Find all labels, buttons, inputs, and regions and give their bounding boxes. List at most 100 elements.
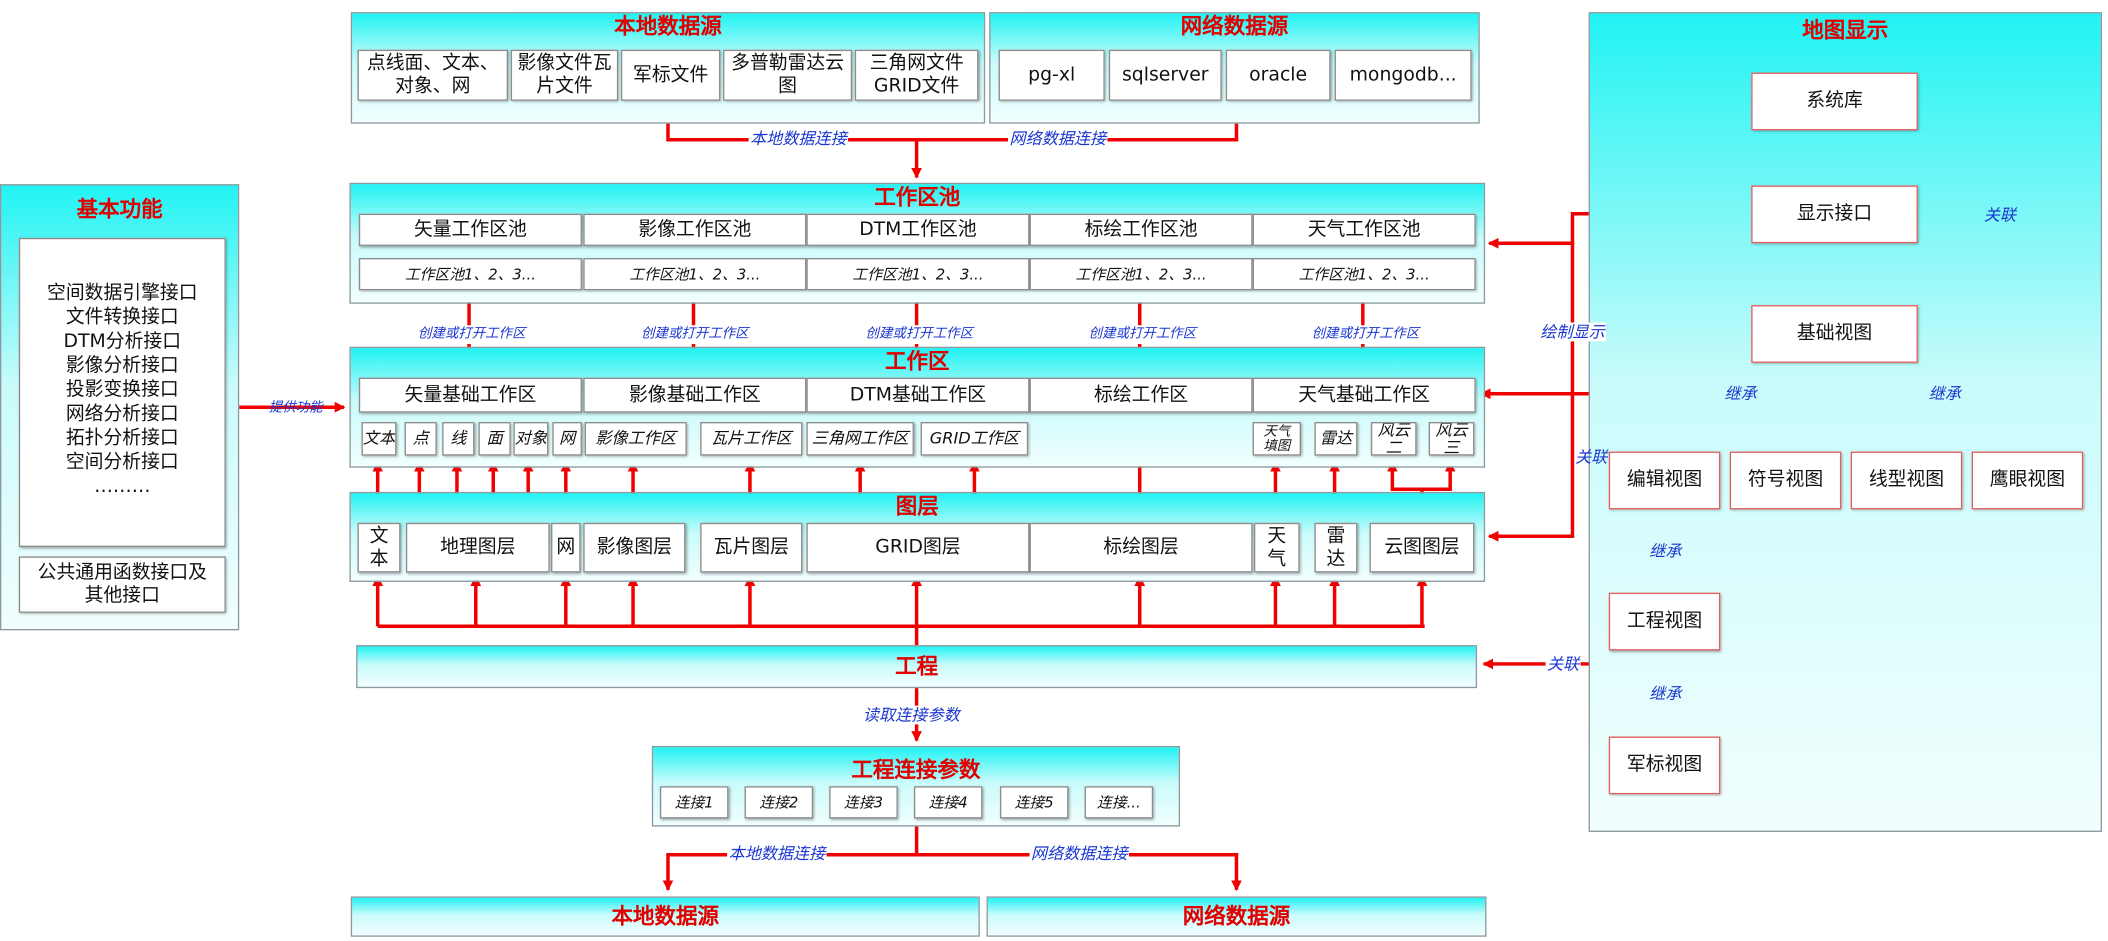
base-view: 基础视图: [1751, 305, 1918, 363]
connection-5: 连接5: [999, 786, 1069, 819]
basic-item: 投影变换接口: [65, 379, 179, 401]
connection-more: 连接...: [1084, 786, 1154, 819]
pool-dtm: DTM工作区池: [806, 213, 1030, 246]
basic-item: 拓扑分析接口: [65, 427, 179, 449]
label-draw-display: 绘制显示: [1538, 322, 1607, 342]
source-sqlserver: sqlserver: [1108, 49, 1222, 101]
label-inherit-military: 继承: [1649, 684, 1682, 703]
map-display-title: 地图显示: [1802, 17, 1889, 44]
label-inherit-project: 继承: [1649, 541, 1682, 561]
edit-view: 编辑视图: [1608, 451, 1721, 510]
label-network-connection-bottom: 网络数据连接: [1029, 844, 1129, 863]
network-data-source-panel: 网络数据源 pg-xl sqlserver oracle mongodb...: [989, 12, 1480, 124]
display-interface: 显示接口: [1751, 185, 1918, 244]
ws-tile: 瓦片工作区: [700, 422, 803, 456]
workspace-title: 工作区: [885, 348, 950, 374]
source-pgxl: pg-xl: [998, 49, 1105, 101]
project-panel: 工程: [356, 645, 1478, 689]
label-relate-project: 关联: [1545, 654, 1581, 674]
source-tin-grid-file: 三角网文件GRID文件: [854, 49, 979, 101]
local-data-source-title: 本地数据源: [614, 13, 722, 39]
layer-text: 文本: [357, 522, 401, 573]
eagle-eye-view: 鹰眼视图: [1971, 451, 2084, 510]
label-provide-function: 提供功能: [268, 400, 323, 416]
pool-dtm-sub: 工作区池1、2、3...: [806, 258, 1030, 291]
ws-tin: 三角网工作区: [806, 422, 914, 456]
pool-weather-sub: 工作区池1、2、3...: [1252, 258, 1476, 291]
pool-plotting: 标绘工作区池: [1029, 213, 1253, 246]
base-dtm-workspace: DTM基础工作区: [806, 377, 1030, 413]
ws-text: 文本: [361, 422, 397, 456]
ws-radar: 雷达: [1314, 422, 1358, 456]
ws-image: 影像工作区: [584, 422, 687, 456]
label-create-open-5: 创建或打开工作区: [1310, 325, 1421, 345]
basic-functions-panel: 基本功能 空间数据引擎接口 文件转换接口 DTM分析接口 影像分析接口 投影变换…: [0, 184, 240, 631]
ws-fy2: 风云二: [1370, 422, 1417, 456]
network-data-source-title: 网络数据源: [1180, 13, 1289, 39]
basic-item: 文件转换接口: [65, 306, 179, 328]
connection-3: 连接3: [829, 786, 898, 819]
ws-network: 网: [552, 422, 582, 456]
layer-radar: 雷达: [1314, 522, 1358, 573]
label-create-open-4: 创建或打开工作区: [1087, 325, 1198, 345]
plotting-workspace: 标绘工作区: [1029, 377, 1253, 413]
basic-functions-footer: 公共通用函数接口及其他接口: [18, 556, 226, 613]
connection-1: 连接1: [659, 786, 729, 819]
symbol-view: 符号视图: [1729, 451, 1842, 510]
pool-vector-sub: 工作区池1、2、3...: [358, 258, 582, 291]
military-view: 军标视图: [1608, 736, 1721, 795]
label-inherit-right: 继承: [1928, 384, 1961, 404]
basic-item: 网络分析接口: [65, 403, 179, 425]
source-vector-text-file: 点线面、文本、对象、网: [357, 49, 509, 101]
pool-image-sub: 工作区池1、2、3...: [583, 258, 807, 291]
bottom-network-source-panel: 网络数据源: [986, 896, 1487, 937]
layer-grid: GRID图层: [806, 522, 1030, 573]
connection-2: 连接2: [744, 786, 814, 819]
source-mongodb: mongodb...: [1334, 49, 1472, 101]
label-local-connection-bottom: 本地数据连接: [727, 844, 827, 863]
layer-weather: 天气: [1253, 522, 1300, 573]
workspace-panel: 工作区 矢量基础工作区 影像基础工作区 DTM基础工作区 标绘工作区 天气基础工…: [349, 346, 1486, 468]
source-radar-cloud: 多普勒雷达云图: [723, 49, 853, 101]
project-title: 工程: [895, 653, 939, 679]
layer-geographic: 地理图层: [405, 522, 550, 573]
basic-item: 影像分析接口: [65, 354, 179, 377]
linetype-view: 线型视图: [1850, 451, 1963, 510]
pool-weather: 天气工作区池: [1252, 213, 1476, 246]
ws-fy3: 风云三: [1428, 422, 1475, 456]
pool-vector: 矢量工作区池: [358, 213, 582, 246]
basic-functions-title: 基本功能: [76, 196, 163, 222]
base-image-workspace: 影像基础工作区: [583, 377, 807, 413]
project-view: 工程视图: [1608, 592, 1721, 651]
basic-functions-list: 空间数据引擎接口 文件转换接口 DTM分析接口 影像分析接口 投影变换接口 网络…: [18, 237, 226, 548]
workspace-pool-title: 工作区池: [874, 184, 961, 210]
system-library: 系统库: [1751, 72, 1918, 131]
map-display-panel: 地图显示: [1588, 12, 2103, 832]
label-relate-syslib: 关联: [1983, 205, 2017, 225]
label-relate-workspace: 关联: [1575, 447, 1608, 467]
layers-panel: 图层 文本 地理图层 网 影像图层 瓦片图层 GRID图层 标绘图层 天气 雷达…: [349, 491, 1486, 582]
source-military-file: 军标文件: [620, 49, 721, 101]
basic-item: ………: [94, 475, 151, 498]
ws-polygon: 面: [478, 422, 511, 456]
ws-line: 线: [442, 422, 475, 456]
connection-params-panel: 工程连接参数 连接1 连接2 连接3 连接4 连接5 连接...: [651, 745, 1181, 827]
source-image-tile-file: 影像文件瓦片文件: [510, 49, 619, 101]
bottom-local-source-title: 本地数据源: [611, 903, 720, 929]
label-create-open-3: 创建或打开工作区: [864, 325, 975, 345]
label-create-open-1: 创建或打开工作区: [416, 325, 527, 345]
connection-4: 连接4: [913, 786, 983, 819]
ws-grid: GRID工作区: [920, 422, 1029, 456]
source-oracle: oracle: [1225, 49, 1331, 101]
layer-network: 网: [551, 522, 581, 573]
label-read-params: 读取连接参数: [861, 705, 961, 725]
label-network-connection-top: 网络数据连接: [1008, 129, 1108, 148]
bottom-network-source-title: 网络数据源: [1182, 903, 1291, 929]
layer-plotting: 标绘图层: [1029, 522, 1253, 573]
basic-item: DTM分析接口: [63, 330, 182, 353]
basic-item: 空间分析接口: [65, 451, 179, 474]
base-vector-workspace: 矢量基础工作区: [358, 377, 582, 413]
bottom-local-source-panel: 本地数据源: [350, 896, 980, 937]
workspace-pool-panel: 工作区池 矢量工作区池 影像工作区池 DTM工作区池 标绘工作区池 天气工作区池…: [349, 182, 1486, 304]
label-inherit-left: 继承: [1724, 384, 1757, 404]
